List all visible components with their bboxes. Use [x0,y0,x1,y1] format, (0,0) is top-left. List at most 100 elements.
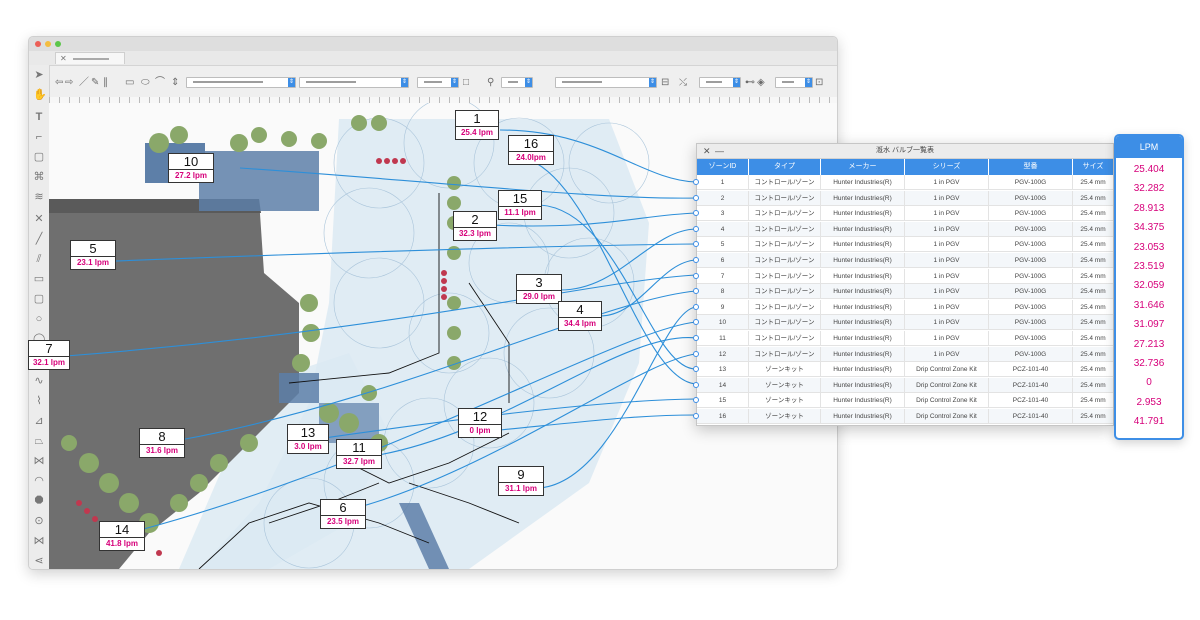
attribute-tool-icon[interactable]: ▢ [33,151,45,163]
sheet-icon[interactable]: □ [463,77,470,88]
back-arrow-icon[interactable]: ⇦ [55,77,64,88]
shape-icon[interactable]: ⏢ [34,435,44,447]
zoom-search-icon[interactable]: ⚲ [487,77,495,88]
col-header-type[interactable]: タイプ [749,159,821,175]
eyedropper-icon[interactable]: ⌘ [33,171,45,183]
opacity-dropdown[interactable]: ⇕ [775,77,813,88]
zoom-window-button[interactable] [55,41,61,47]
rounded-rect-icon[interactable]: ▢ [33,293,45,305]
layer-stepper-icon[interactable]: ⇕ [171,77,180,88]
zone-flow-rate: 32.1 lpm [32,358,65,367]
pen-tool-icon[interactable]: ✎ [91,77,100,88]
wall-icon[interactable]: ⋈ [33,535,45,547]
polygon-icon[interactable]: ⊿ [34,415,44,427]
document-tab[interactable]: ✕ [55,52,125,64]
star-icon[interactable]: ⋈ [33,455,45,467]
close-window-button[interactable] [35,41,41,47]
forward-arrow-icon[interactable]: ⇨ [65,77,74,88]
zone-number: 3 [517,275,561,291]
render-icon[interactable]: ⊟ [661,77,670,88]
circle-icon[interactable]: ○ [35,313,43,325]
cell-zone-id: 14 [697,377,749,393]
settings-icon[interactable]: ⊡ [815,77,824,88]
col-header-zone-id[interactable]: ゾーンID [697,159,749,175]
col-header-model[interactable]: 型番 [989,159,1073,175]
view-dropdown[interactable]: ⇕ [555,77,657,88]
connector-dot-icon [693,381,699,388]
double-line-icon[interactable]: ∥ [103,77,108,88]
double-line-tool-icon[interactable]: ⫽ [36,253,42,265]
selection-arrow-icon[interactable]: ➤ [34,69,44,81]
col-header-series[interactable]: シリーズ [905,159,989,175]
layer-dropdown[interactable]: ⇕ [299,77,409,88]
tab-close-icon[interactable]: ✕ [60,54,67,63]
line-icon[interactable]: ╱ [35,233,43,245]
cell-zone-id: 13 [697,362,749,378]
cell-manufacturer: Hunter Industries(R) [821,315,905,331]
stack-icon[interactable]: ≋ [34,191,44,203]
callout-tool-icon[interactable]: ⌐ [35,131,43,143]
eye-icon[interactable]: ◈ [757,77,765,88]
projection-dropdown[interactable]: ⇕ [699,77,741,88]
scale-dropdown[interactable]: ⇕ [417,77,459,88]
pan-hand-icon[interactable]: ✋ [33,89,47,101]
freehand-icon[interactable]: ∿ [34,375,44,387]
class-dropdown[interactable]: ⇕ [186,77,296,88]
panel-minimize-icon[interactable]: — [715,146,724,156]
spiral-icon[interactable]: ◠ [34,475,44,487]
polyline-icon[interactable]: ⌇ [36,395,42,407]
snap-icon[interactable]: ⊷ [745,77,755,88]
cell-series: 1 in PGV [905,299,989,315]
line-tool-icon[interactable]: ／ [79,77,89,88]
delete-x-icon[interactable]: ✕ [34,213,44,225]
col-header-manufacturer[interactable]: メーカー [821,159,905,175]
mirror-icon[interactable]: ⋖ [34,555,44,567]
panel-close-icon[interactable]: ✕ [703,146,711,156]
polygon-tool-icon[interactable]: ⌒ [155,77,165,88]
flyover-icon[interactable]: ⤯ [679,77,687,88]
octagon-icon[interactable]: ⯃ [34,495,44,507]
zoom-dropdown[interactable]: ⇕ [501,77,533,88]
rect-icon[interactable]: ▭ [33,273,45,285]
col-header-size[interactable]: サイズ [1073,159,1113,175]
locus-icon[interactable]: ⊙ [34,515,44,527]
oval-tool-icon[interactable]: ⬭ [141,77,150,88]
minimize-window-button[interactable] [45,41,51,47]
zone-number: 16 [509,136,553,152]
connector-dot-icon [693,413,699,419]
text-tool-icon[interactable]: T [35,111,43,123]
rectangle-tool-icon[interactable]: ▭ [125,77,135,88]
